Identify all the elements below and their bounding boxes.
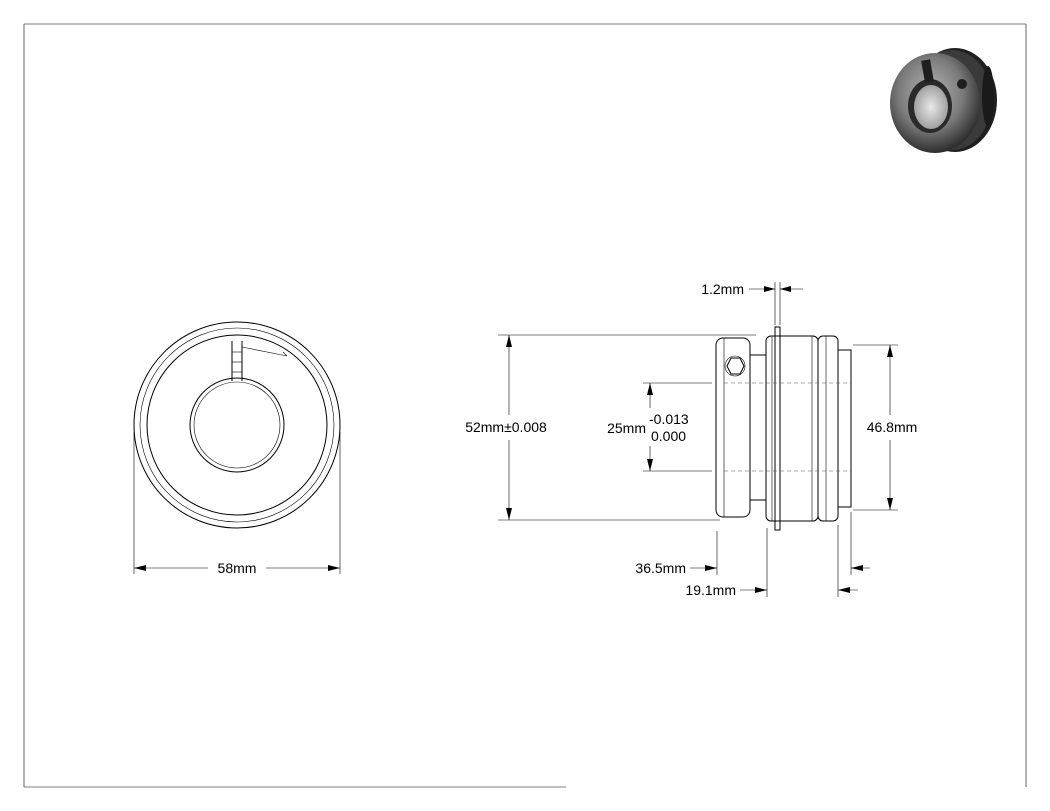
flange-thickness-label: 1.2mm <box>701 281 744 297</box>
flange-thickness-dimension: 1.2mm <box>701 281 803 325</box>
side-view <box>715 326 852 531</box>
front-diameter-dimension: 58mm <box>133 432 341 576</box>
bearing-isometric-icon <box>890 48 997 153</box>
front-view <box>133 321 341 529</box>
groove-diameter-label: 46.8mm <box>867 419 918 435</box>
bore-tolerance-lower: 0.000 <box>651 428 686 444</box>
bore-diameter-label: 25mm <box>607 420 646 436</box>
ring-width-label: 19.1mm <box>685 582 736 598</box>
groove-diameter-dimension: 46.8mm <box>853 344 918 511</box>
bore-diameter-dimension: 25mm -0.013 0.000 <box>607 382 712 472</box>
overall-width-dimension: 36.5mm <box>635 512 870 576</box>
front-diameter-label: 58mm <box>218 560 257 576</box>
outer-diameter-dimension: 52mm±0.008 <box>465 334 756 521</box>
overall-width-label: 36.5mm <box>635 560 686 576</box>
ring-width-dimension: 19.1mm <box>685 525 858 598</box>
outer-diameter-label: 52mm±0.008 <box>465 419 547 435</box>
bore-tolerance-upper: -0.013 <box>649 411 689 427</box>
drawing-frame <box>23 23 1027 788</box>
